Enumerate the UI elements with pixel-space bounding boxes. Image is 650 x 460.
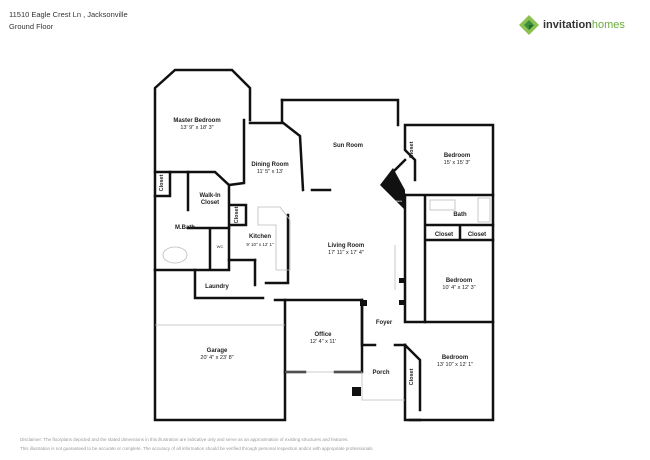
- room-laundry: Laundry: [205, 284, 229, 290]
- closet-label: Closet: [159, 174, 165, 192]
- fireplace-shape: [380, 168, 405, 210]
- room-walk-in-closet: Walk-In Closet: [199, 193, 221, 206]
- floor-name: Ground Floor: [9, 22, 54, 31]
- closet-label: Closet: [409, 368, 415, 386]
- wall-master: [153, 68, 252, 272]
- room-wc: WC: [216, 244, 224, 249]
- closet-label: Closet: [409, 141, 415, 159]
- address: 11510 Eagle Crest Ln , Jacksonville: [9, 10, 128, 19]
- fireplace-label: Fireplace: [389, 199, 403, 203]
- disclaimer-line-1: Disclaimer: The floorplans depicted and …: [20, 437, 349, 442]
- logo-icon: [519, 15, 539, 35]
- invitation-homes-logo: invitationhomes: [518, 14, 625, 36]
- room-foyer: Foyer: [375, 320, 393, 326]
- logo-text-b: homes: [591, 19, 625, 31]
- logo-text-a: invitation: [543, 19, 592, 31]
- room-porch: Porch: [372, 370, 390, 376]
- closet-label: Closet: [434, 232, 454, 238]
- closet-label: Closet: [467, 232, 487, 238]
- room-sun-room: Sun Room: [333, 143, 363, 149]
- closet-label: Closet: [234, 206, 240, 224]
- room-master-bath: M.Bath: [175, 225, 195, 231]
- room-bath: Bath: [453, 212, 467, 218]
- disclaimer-line-2: This illustration is not guaranteed to b…: [20, 446, 374, 451]
